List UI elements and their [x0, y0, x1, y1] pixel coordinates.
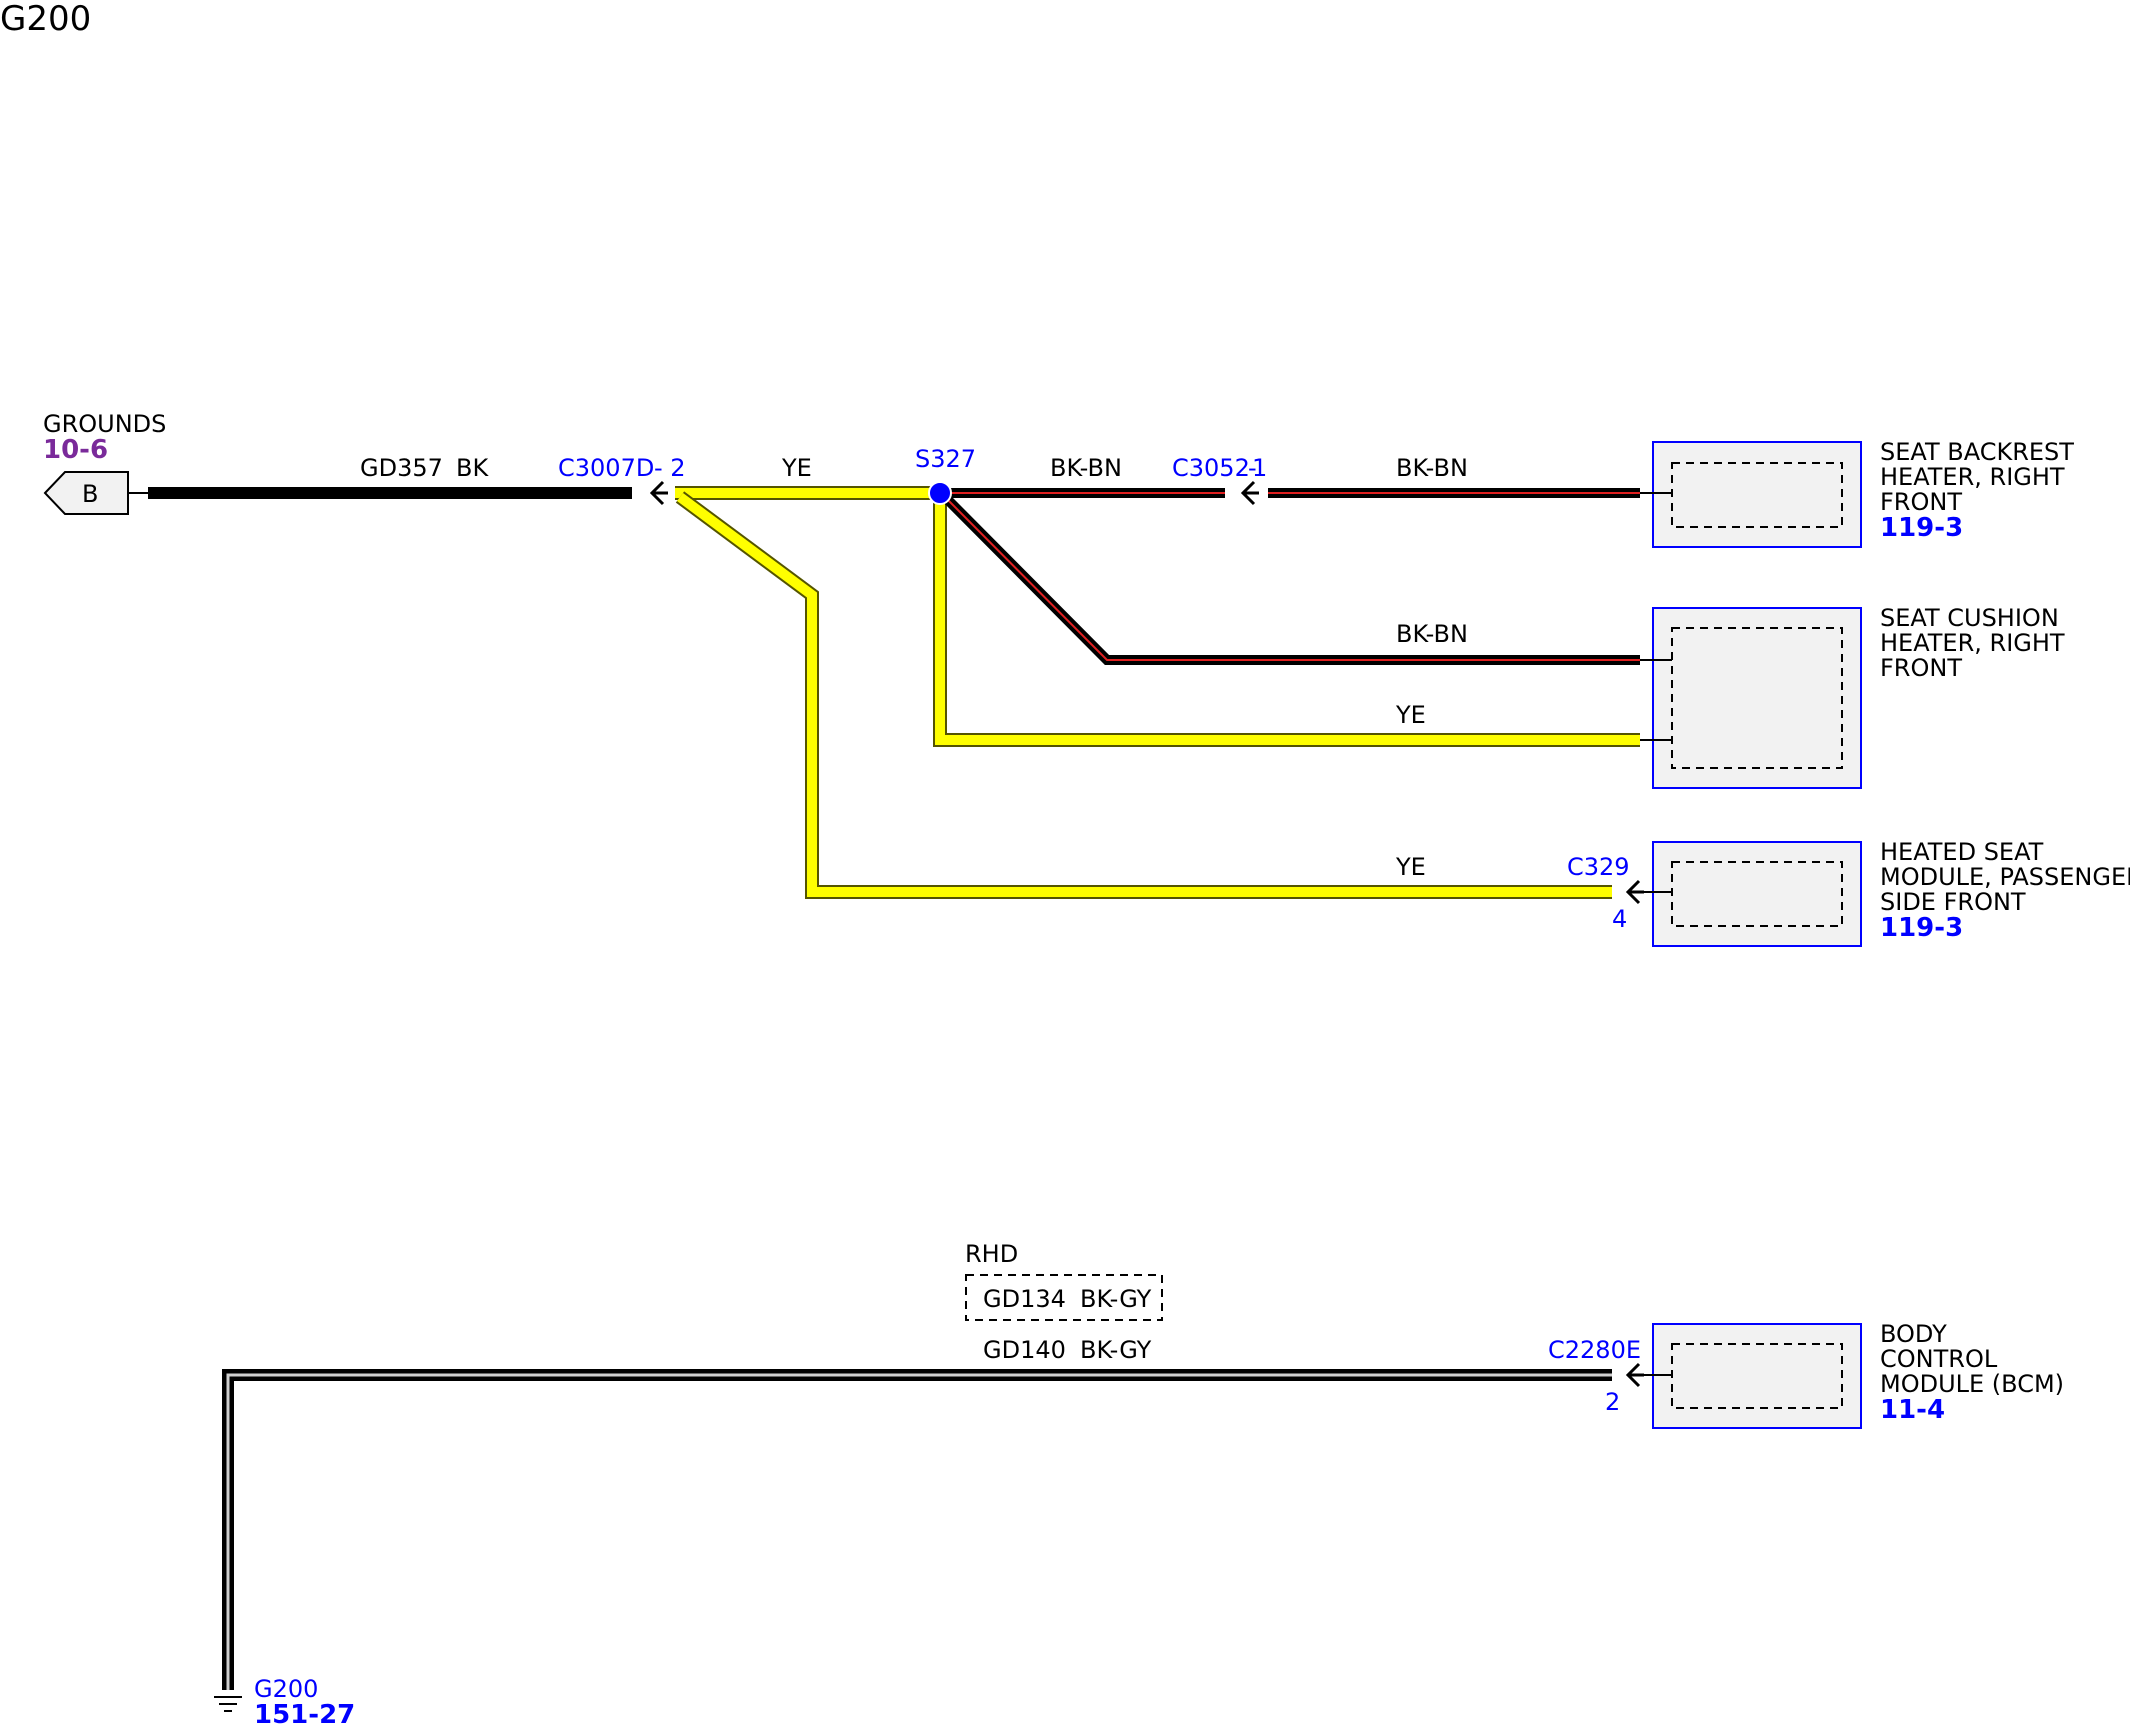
grounds-label: GROUNDS	[43, 410, 166, 438]
seat-backrest-line-3: FRONT	[1880, 488, 1962, 516]
connector-c3007d-arrow-icon	[649, 480, 668, 506]
component-bcm[interactable]	[1644, 1323, 1862, 1429]
wire-ye-low-label: YE	[1395, 853, 1426, 881]
connector-c2280e-arrow-icon	[1625, 1362, 1644, 1388]
connector-c3052-arrow-icon	[1240, 480, 1259, 506]
heated-seat-module-ref-link[interactable]: 119-3	[1880, 913, 1963, 943]
wire-bkbn-top-right-label: BK-BN	[1396, 454, 1468, 482]
connector-c3052-dash: -	[1248, 454, 1257, 482]
connector-c329-name[interactable]: C329	[1567, 853, 1630, 881]
heated-seat-module-line-3: SIDE FRONT	[1880, 888, 2026, 916]
grounds-ref-link[interactable]: 10-6	[43, 435, 108, 465]
rhd-color: BK-GY	[1080, 1285, 1152, 1313]
wire-ye-group[interactable]	[675, 486, 1640, 899]
wire-bkbn-top-left-label: BK-BN	[1050, 454, 1122, 482]
bcm-line-1: BODY	[1880, 1320, 1947, 1348]
seat-backrest-line-2: HEATER, RIGHT	[1880, 463, 2065, 491]
splice-s327-dot-icon[interactable]	[928, 481, 952, 505]
wire-gd140-circuit: GD140	[983, 1336, 1066, 1364]
page-title: G200	[0, 0, 91, 39]
connector-c2280e-name[interactable]: C2280E	[1548, 1336, 1641, 1364]
seat-cushion-line-1: SEAT CUSHION	[1880, 604, 2059, 632]
splice-s327-name[interactable]: S327	[915, 445, 976, 473]
wire-gd357-color: BK	[456, 454, 489, 482]
wire-bkbn-mid-label: BK-BN	[1396, 620, 1468, 648]
component-seat-cushion-heater[interactable]	[1640, 607, 1862, 789]
ground-g200-name[interactable]: G200	[254, 1675, 318, 1703]
wire-gd140-bk-gy[interactable]	[222, 1369, 1612, 1690]
wire-gd357-circuit: GD357	[360, 454, 443, 482]
connector-c3007d-name[interactable]: C3007D	[558, 454, 654, 482]
connector-c3052-pin: 1	[1252, 454, 1267, 482]
ground-symbol-icon	[214, 1696, 242, 1712]
heated-seat-module-line-1: HEATED SEAT	[1880, 838, 2044, 866]
bcm-line-3: MODULE (BCM)	[1880, 1370, 2064, 1398]
connector-c329-arrow-icon	[1625, 879, 1644, 905]
seat-backrest-line-1: SEAT BACKREST	[1880, 438, 2074, 466]
ground-g200-ref-link[interactable]: 151-27	[254, 1700, 355, 1725]
bcm-ref-link[interactable]: 11-4	[1880, 1395, 1945, 1425]
seat-backrest-ref-link[interactable]: 119-3	[1880, 513, 1963, 543]
wire-gd140-color: BK-GY	[1080, 1336, 1152, 1364]
rhd-label: RHD	[965, 1240, 1018, 1268]
heated-seat-module-line-2: MODULE, PASSENGER	[1880, 863, 2130, 891]
seat-cushion-line-3: FRONT	[1880, 654, 1962, 682]
connector-c2280e-pin: 2	[1605, 1388, 1620, 1416]
component-heated-seat-module[interactable]	[1644, 841, 1862, 947]
wire-ye-mid-label: YE	[1395, 701, 1426, 729]
component-seat-backrest-heater[interactable]	[1640, 441, 1862, 548]
connector-c3052-name[interactable]: C3052	[1172, 454, 1250, 482]
wire-ye-top-label: YE	[781, 454, 812, 482]
rhd-variant-box	[965, 1274, 1163, 1321]
connector-c3007d-pin: - 2	[654, 454, 686, 482]
seat-cushion-line-2: HEATER, RIGHT	[1880, 629, 2065, 657]
grounds-connector-b[interactable]: B	[43, 471, 129, 515]
rhd-circuit: GD134	[983, 1285, 1066, 1313]
bcm-line-2: CONTROL	[1880, 1345, 1998, 1373]
wire-bk-bn-group[interactable]	[941, 488, 1640, 665]
grounds-connector-letter: B	[82, 480, 98, 508]
connector-c329-pin: 4	[1612, 905, 1627, 933]
